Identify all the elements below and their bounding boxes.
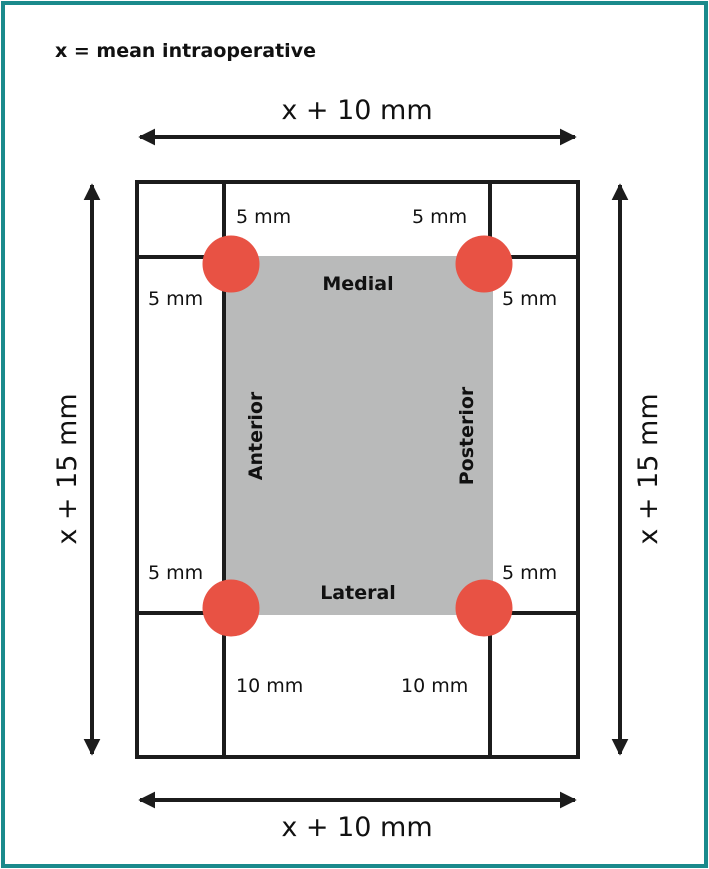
margin-label-left-lower: 5 mm	[148, 562, 203, 584]
side-label-lateral: Lateral	[320, 582, 396, 604]
margin-label-right-upper: 5 mm	[502, 288, 557, 310]
side-label-anterior: Anterior	[245, 391, 267, 480]
margin-label-bottom-right: 10 mm	[401, 675, 468, 697]
legend-text: x = mean intraoperative	[55, 40, 316, 62]
bottom-width-label: x + 10 mm	[281, 812, 432, 843]
margin-label-top-left: 5 mm	[236, 206, 291, 228]
outer-rectangle	[135, 180, 580, 759]
top-width-label: x + 10 mm	[281, 95, 432, 126]
side-label-posterior: Posterior	[456, 386, 478, 485]
margin-label-top-right: 5 mm	[412, 206, 467, 228]
margin-label-right-lower: 5 mm	[502, 562, 557, 584]
left-height-label: x + 15 mm	[52, 393, 83, 544]
margin-label-left-upper: 5 mm	[148, 288, 203, 310]
right-height-label: x + 15 mm	[633, 393, 664, 544]
marker-bottom-left	[202, 579, 260, 637]
marker-top-left	[202, 235, 260, 293]
margin-label-bottom-left: 10 mm	[236, 675, 303, 697]
marker-bottom-right	[455, 579, 513, 637]
graft-area-overlay	[226, 259, 492, 613]
marker-top-right	[455, 235, 513, 293]
side-label-medial: Medial	[322, 273, 393, 295]
